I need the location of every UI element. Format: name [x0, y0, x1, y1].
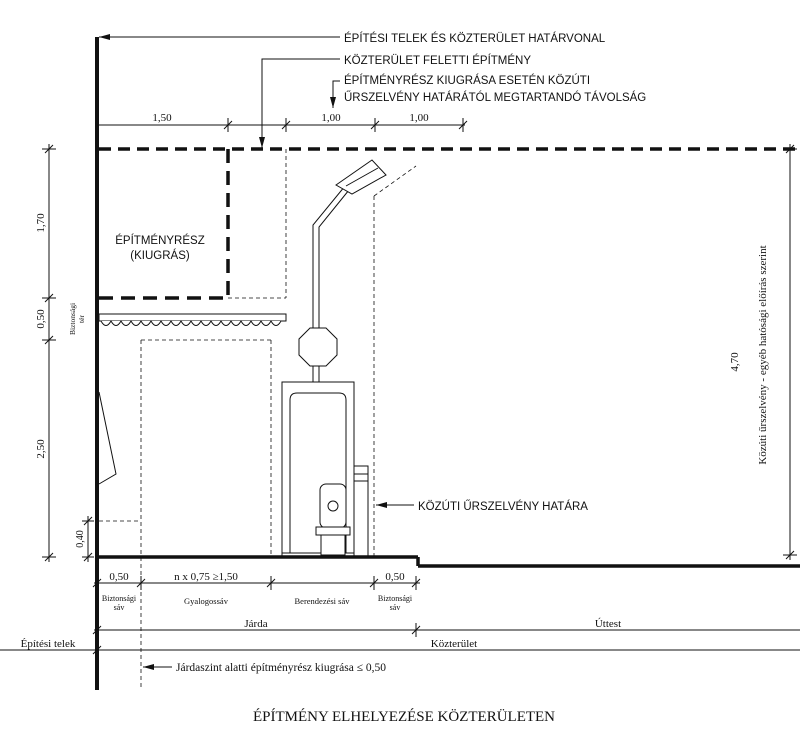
- zone-safety-strip-4b: sáv: [390, 603, 401, 612]
- zone-pedestrian-strip: Gyalogossáv: [184, 596, 229, 606]
- sidewalk-label: Járda: [244, 618, 267, 630]
- dim-right-height: 4,70: [729, 352, 741, 372]
- bottom-dimension-chain: [92, 576, 421, 590]
- safety-space-label-1: Biztonsági: [68, 303, 77, 335]
- projection-part-label-2: (KIUGRÁS): [130, 249, 190, 262]
- projection-note-line-1: ÉPÍTMÉNYRÉSZ KIUGRÁSA ESETÉN KÖZÚTI: [344, 74, 590, 87]
- road-profile-limit-label: KÖZÚTI ŰRSZELVÉNY HATÁRA: [418, 499, 588, 513]
- dim-left-3: 2,50: [35, 439, 47, 459]
- traffic-sign-icon: [298, 327, 338, 367]
- plot-public-line: [0, 645, 800, 655]
- safety-space-label-2: tér: [77, 315, 86, 323]
- dim-left-1: 1,70: [35, 213, 47, 233]
- below-grade-note: Járdaszint alatti építményrész kiugrása …: [176, 662, 386, 674]
- sidewalk-roadway-line: [92, 623, 800, 637]
- dim-left-4: 0,40: [75, 530, 86, 548]
- dim-bottom-2: n x 0,75 ≥1,50: [174, 571, 238, 583]
- below-grade-arrow: [143, 664, 154, 670]
- zone-safety-strip-4a: Biztonsági: [378, 594, 413, 603]
- public-area-label: Közterület: [431, 638, 477, 650]
- wall-opening: [98, 391, 117, 485]
- dim-top-1: 1,50: [152, 112, 172, 124]
- hydrant-icon: [315, 483, 351, 556]
- roadway-label: Úttest: [595, 618, 621, 630]
- thin-dashed-guides: [99, 149, 417, 690]
- projection-box: [99, 149, 230, 300]
- diagram-title: ÉPÍTMÉNY ELHELYEZÉSE KÖZTERÜLETEN: [253, 708, 555, 725]
- boundary-line-label: ÉPÍTÉSI TELEK ÉS KÖZTERÜLET HATÁRVONAL: [344, 32, 606, 45]
- road-limit-arrow: [376, 502, 387, 508]
- projection-part-label-1: ÉPÍTMÉNYRÉSZ: [115, 234, 204, 247]
- ground-line: [97, 555, 800, 568]
- awning: [98, 313, 287, 326]
- leader-arrows: [99, 34, 336, 148]
- dim-top-3: 1,00: [409, 112, 429, 124]
- bollard-icon: [353, 465, 369, 558]
- projection-note-line-2: ŰRSZELVÉNY HATÁRÁTÓL MEGTARTANDÓ TÁVOLSÁ…: [344, 90, 646, 104]
- top-leaders: [99, 36, 340, 148]
- dim-bottom-1: 0,50: [109, 571, 129, 583]
- left-dimension-chain: [42, 144, 94, 562]
- right-height-dimension: [783, 144, 797, 560]
- top-dimension-chain: [99, 118, 468, 132]
- vertical-road-note: Közúti űrszelvény - egyéb hatósági előír…: [757, 245, 769, 464]
- overhead-structure-label: KÖZTERÜLET FELETTI ÉPÍTMÉNY: [344, 54, 531, 67]
- building-plot-label: Építési telek: [21, 638, 76, 650]
- dim-bottom-3: 0,50: [385, 571, 405, 583]
- zone-furniture-strip: Berendezési sáv: [295, 596, 351, 606]
- zone-safety-strip-1a: Biztonsági: [102, 594, 137, 603]
- dim-left-2: 0,50: [35, 309, 47, 329]
- zone-safety-strip-1b: sáv: [114, 603, 125, 612]
- dim-top-2: 1,00: [321, 112, 341, 124]
